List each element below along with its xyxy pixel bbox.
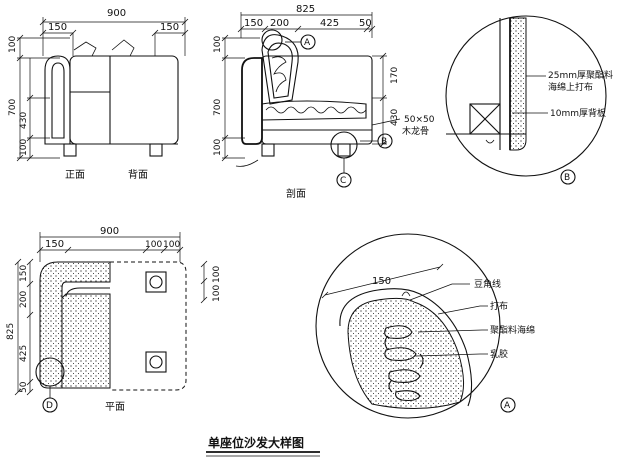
- plan-v4-dim: 425: [19, 345, 29, 362]
- front-left-dim: 150: [48, 22, 67, 33]
- plan-v1-dim: 150: [19, 265, 29, 282]
- marker-b-label: B: [381, 137, 387, 147]
- front-h4-dim: 100: [19, 139, 29, 156]
- plan-view: 900 150 100 100 825 150 200 425 50 100 1…: [6, 226, 222, 413]
- front-right-dim: 150: [160, 22, 179, 33]
- foam-note: 聚酯料海绵: [490, 324, 535, 336]
- plan-v3-dim: 825: [6, 323, 16, 340]
- section-h3-dim: 100: [213, 139, 223, 156]
- section-total-dim: 825: [296, 4, 315, 15]
- wood-size-note: 50×50: [404, 115, 435, 125]
- marker-c-label: C: [340, 176, 346, 186]
- front-view: 900 150 150 100 700 430 100: [8, 8, 189, 181]
- plan-label: 平面: [105, 402, 125, 413]
- section-label: 剖面: [286, 187, 306, 200]
- detail-b-marker: [560, 169, 576, 185]
- marker-d: [42, 397, 58, 413]
- section-view: 825 150 200 425 50 100 700 100 170 430: [213, 4, 435, 200]
- section-a-dim: 150: [244, 18, 263, 29]
- section-b-dim: 200: [270, 18, 289, 29]
- back-label: 背面: [128, 168, 148, 181]
- latex-note: 乳胶: [490, 348, 508, 360]
- detail-a: 150 豆角线 打布 聚酯料海绵 乳胶 A: [315, 233, 535, 419]
- marker-a-label: A: [304, 38, 311, 48]
- detail-b-marker-label: B: [564, 173, 570, 183]
- front-h3-dim: 430: [19, 112, 29, 129]
- section-r1-dim: 170: [390, 67, 400, 84]
- foam25-note: 25mm厚聚酯料: [548, 69, 613, 81]
- front-total-dim: 900: [107, 8, 126, 19]
- drawing-title: 单座位沙发大样图: [208, 435, 304, 450]
- front-h1-dim: 100: [8, 36, 18, 53]
- foam25b-note: 海绵上打布: [548, 81, 593, 93]
- detail-a-marker-label: A: [504, 401, 511, 411]
- section-r2-dim: 430: [390, 109, 400, 126]
- plan-r1-dim: 100: [145, 240, 162, 250]
- marker-d-label: D: [46, 401, 53, 411]
- plan-rv2-dim: 100: [212, 285, 222, 302]
- plan-left-dim: 150: [45, 239, 64, 250]
- cloth-note: 打布: [490, 300, 508, 312]
- bead-note: 豆角线: [474, 278, 501, 290]
- plan-rv1-dim: 100: [212, 266, 222, 283]
- wood-note: 木龙骨: [402, 125, 429, 137]
- front-h2-dim: 700: [8, 99, 18, 116]
- plan-v5-dim: 50: [19, 381, 29, 393]
- section-d-dim: 50: [359, 18, 372, 29]
- front-label: 正面: [65, 170, 85, 181]
- section-c-dim: 425: [320, 18, 339, 29]
- detail-a-marker: [500, 397, 516, 413]
- section-h1-dim: 100: [213, 36, 223, 53]
- plan-total-dim: 900: [100, 226, 119, 237]
- board10-note: 10mm厚背板: [550, 107, 606, 119]
- detail-a-dim: 150: [372, 276, 391, 287]
- plan-r2-dim: 100: [163, 240, 180, 250]
- detail-b: 25mm厚聚酯料 海绵上打布 10mm厚背板 B: [445, 15, 613, 185]
- plan-v2-dim: 200: [19, 291, 29, 308]
- section-h2-dim: 700: [213, 99, 223, 116]
